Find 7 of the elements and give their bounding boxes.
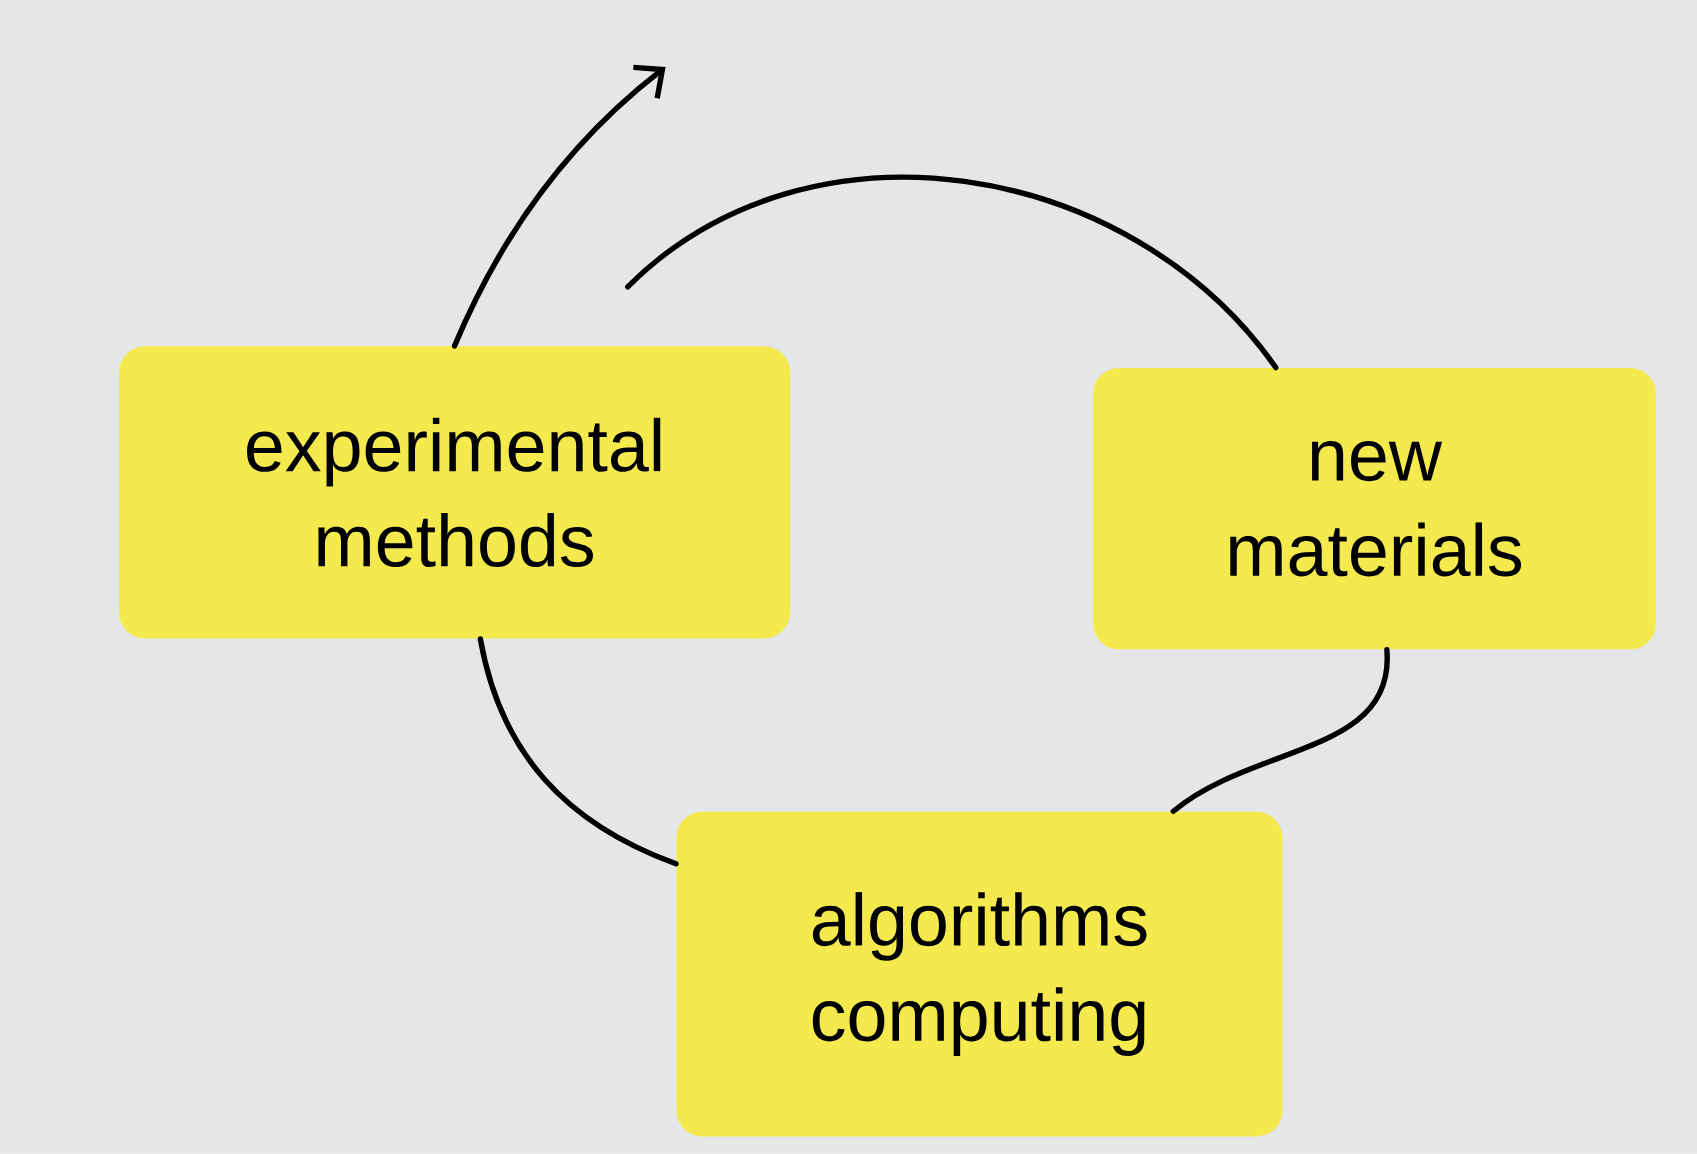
highlight-box: new materials bbox=[1093, 368, 1656, 650]
highlight-box: algorithms computing bbox=[676, 811, 1283, 1137]
curved-line bbox=[477, 636, 679, 867]
curved-line bbox=[1170, 647, 1390, 815]
arrow bbox=[451, 64, 666, 349]
highlight-box: experimental methods bbox=[119, 346, 791, 639]
curved-line bbox=[625, 174, 1279, 371]
